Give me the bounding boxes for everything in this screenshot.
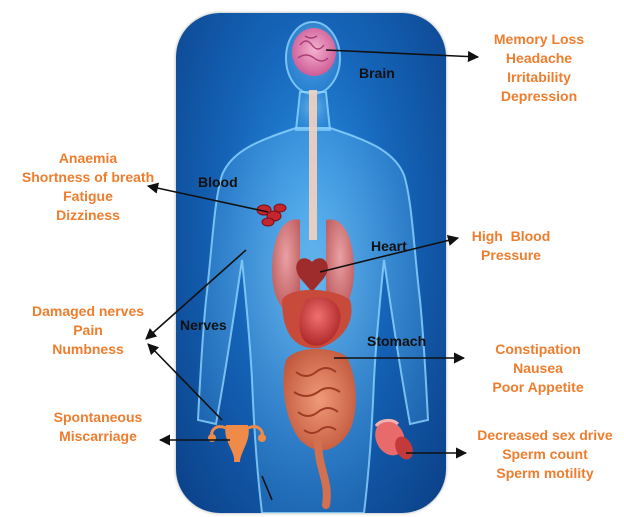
- symptom-text: Anaemia: [6, 149, 170, 168]
- heart-symptoms: High Blood Pressure: [456, 227, 566, 265]
- symptom-text: Sperm motility: [468, 464, 622, 483]
- symptom-text: Fatigue: [6, 187, 170, 206]
- male-reproductive-symptoms: Decreased sex drive Sperm count Sperm mo…: [468, 426, 622, 483]
- symptom-text: Headache: [476, 49, 602, 68]
- symptom-text: Constipation: [470, 340, 606, 359]
- symptom-text: Sperm count: [468, 445, 622, 464]
- symptom-text: Nausea: [470, 359, 606, 378]
- symptom-text: Depression: [476, 87, 602, 106]
- symptom-text: Damaged nerves: [20, 302, 156, 321]
- symptom-text: Irritability: [476, 68, 602, 87]
- blood-symptoms: Anaemia Shortness of breath Fatigue Dizz…: [6, 149, 170, 225]
- symptom-text: Miscarriage: [40, 427, 156, 446]
- brain-symptoms: Memory Loss Headache Irritability Depres…: [476, 30, 602, 106]
- esophagus: [309, 90, 317, 240]
- blood-label: Blood: [198, 174, 238, 190]
- stomach-symptoms: Constipation Nausea Poor Appetite: [470, 340, 606, 397]
- heart-label: Heart: [371, 238, 407, 254]
- symptom-text: Pressure: [456, 246, 566, 265]
- brain-label: Brain: [359, 65, 395, 81]
- symptom-text: Shortness of breath: [6, 168, 170, 187]
- symptom-text: Memory Loss: [476, 30, 602, 49]
- symptom-text: Dizziness: [6, 206, 170, 225]
- symptom-text: Spontaneous: [40, 408, 156, 427]
- nerves-symptoms: Damaged nerves Pain Numbness: [20, 302, 156, 359]
- nerves-label: Nerves: [180, 317, 227, 333]
- symptom-text: Numbness: [20, 340, 156, 359]
- brain-organ: [292, 28, 336, 76]
- symptom-text: High Blood: [456, 227, 566, 246]
- female-reproductive-symptoms: Spontaneous Miscarriage: [40, 408, 156, 446]
- symptom-text: Decreased sex drive: [468, 426, 622, 445]
- symptom-text: Pain: [20, 321, 156, 340]
- stomach-label: Stomach: [367, 333, 426, 349]
- symptom-text: Poor Appetite: [470, 378, 606, 397]
- brain-pointer: [326, 50, 478, 57]
